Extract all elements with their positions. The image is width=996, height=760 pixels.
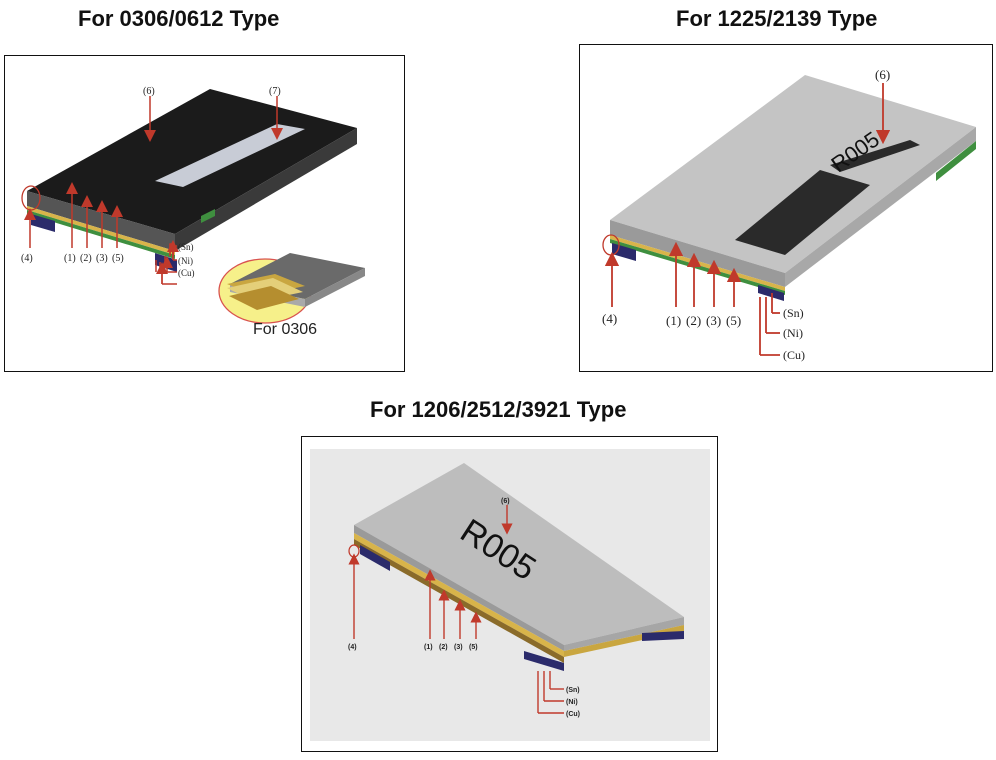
- label-7: (7): [269, 86, 281, 97]
- title-0306-0612: For 0306/0612 Type: [78, 6, 280, 31]
- label-3: (3): [706, 313, 721, 328]
- callout-arrows: [604, 83, 891, 356]
- label-ni: (Ni): [783, 326, 803, 340]
- label-4: (4): [348, 644, 357, 651]
- panel-0306-0612: (6) (7) (4) (1) (2) (3) (5) (Sn) (Ni) (C…: [4, 55, 405, 372]
- resistor-top-face: [610, 75, 976, 273]
- resistor-diagram-1206: R005 (6) (4) (1) (2) (3) (5) (Sn) (Ni) (…: [310, 449, 710, 741]
- label-6: (6): [143, 86, 155, 97]
- green-layer: [27, 210, 175, 259]
- label-4: (4): [602, 311, 617, 326]
- right-terminal: [524, 651, 564, 671]
- rear-terminal: [642, 631, 684, 641]
- label-1: (1): [424, 644, 433, 651]
- label-6: (6): [501, 498, 510, 505]
- resistor-front-face: [27, 191, 175, 251]
- rear-terminal: [936, 141, 976, 181]
- resistor-diagram-0306: (6) (7) (4) (1) (2) (3) (5) (Sn) (Ni) (C…: [21, 86, 365, 338]
- label-sn: (Sn): [178, 242, 194, 252]
- resistor-side-face: [785, 127, 976, 287]
- inset-caption: For 0306: [253, 321, 317, 338]
- label-4: (4): [21, 253, 33, 264]
- label-5: (5): [112, 253, 124, 264]
- left-terminal: [31, 214, 55, 232]
- label-cu: (Cu): [178, 268, 195, 278]
- label-ni: (Ni): [566, 699, 578, 706]
- label-sn: (Sn): [566, 687, 580, 694]
- label-3: (3): [454, 644, 463, 651]
- label-6: (6): [875, 67, 890, 82]
- resistor-top-face: [354, 463, 684, 645]
- resistor-side-face: [175, 128, 357, 251]
- callout-arrows: [24, 96, 283, 285]
- gold-layer: [354, 533, 564, 657]
- left-terminal: [360, 545, 390, 571]
- resistor-front-face: [354, 525, 564, 651]
- label-5: (5): [469, 644, 478, 651]
- callout-arrows: [348, 505, 564, 714]
- label-3: (3): [96, 253, 108, 264]
- title-1225-2139: For 1225/2139 Type: [676, 6, 878, 31]
- label-1: (1): [64, 253, 76, 264]
- title-1206-2512-3921: For 1206/2512/3921 Type: [370, 397, 627, 422]
- label-sn: (Sn): [783, 306, 804, 320]
- label-ni: (Ni): [178, 256, 193, 266]
- resistor-diagram-1225: R005 (6) (4) (1) (2) (3) (5) (Sn) (Ni) (…: [602, 67, 976, 362]
- left-terminal: [612, 243, 636, 261]
- label-2: (2): [686, 313, 701, 328]
- gold-layer: [27, 206, 175, 255]
- inset-0306: [218, 253, 365, 324]
- marking-strip: [830, 140, 920, 172]
- label-2: (2): [439, 644, 448, 651]
- marking-window: [155, 124, 305, 187]
- label-cu: (Cu): [783, 348, 805, 362]
- rear-terminal: [201, 209, 215, 223]
- panel-1206-2512-3921: R005 (6) (4) (1) (2) (3) (5) (Sn) (Ni) (…: [301, 436, 718, 752]
- resistor-side-face: [564, 617, 684, 651]
- label-1: (1): [666, 313, 681, 328]
- panel-1225-2139: R005 (6) (4) (1) (2) (3) (5) (Sn) (Ni) (…: [579, 44, 993, 372]
- marking-band: [735, 170, 870, 255]
- label-5: (5): [726, 313, 741, 328]
- label-cu: (Cu): [566, 711, 580, 718]
- right-terminal: [758, 285, 784, 301]
- label-2: (2): [80, 253, 92, 264]
